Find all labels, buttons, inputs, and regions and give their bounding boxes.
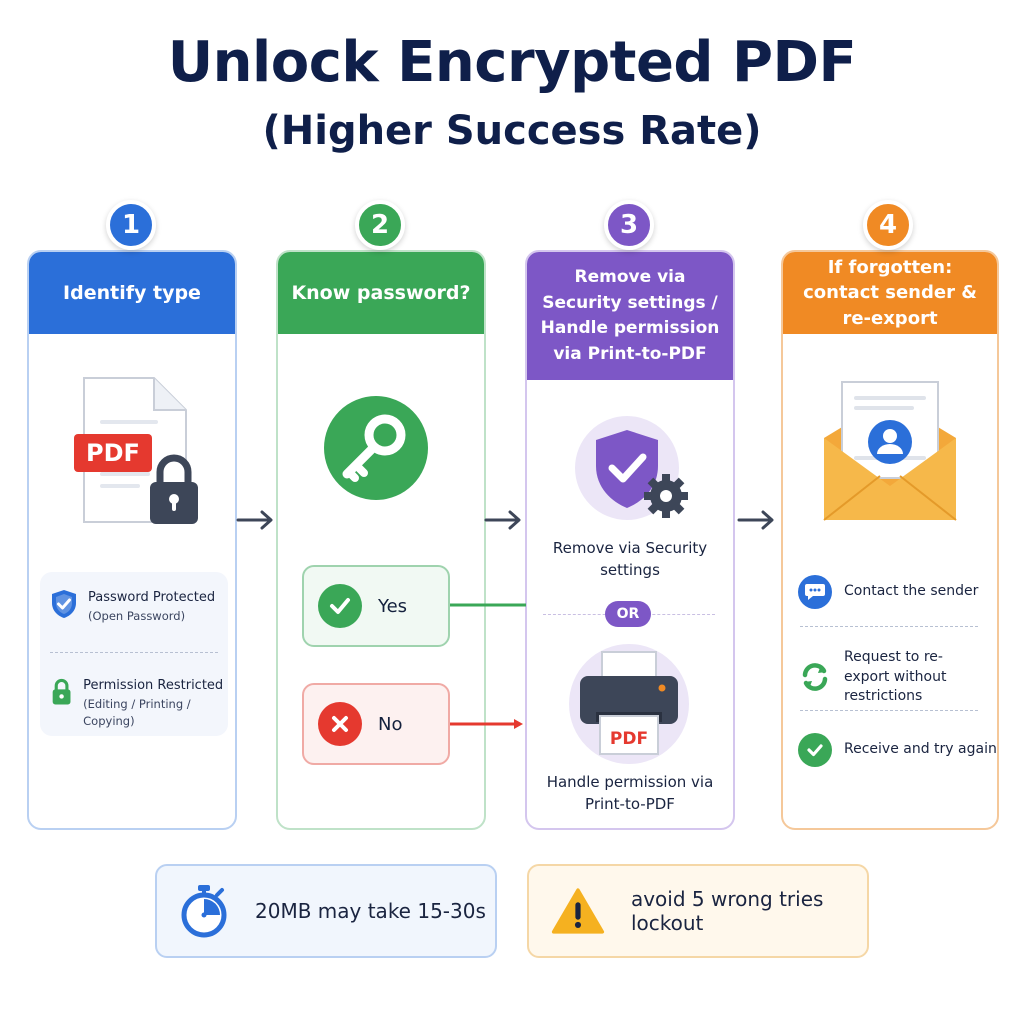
chat-icon bbox=[798, 575, 832, 609]
step-1-title: Identify type bbox=[29, 252, 235, 334]
type-sublabel: (Editing / Printing / Copying) bbox=[83, 696, 191, 728]
step-4-badge: 4 bbox=[863, 200, 913, 250]
yes-label: Yes bbox=[378, 595, 408, 617]
yes-choice[interactable]: Yes bbox=[302, 565, 450, 647]
step-4-title: If forgotten: contact sender & re-export bbox=[783, 252, 997, 334]
divider bbox=[50, 652, 218, 653]
step-1-badge: 1 bbox=[106, 200, 156, 250]
lockout-note: avoid 5 wrong tries lockout bbox=[527, 864, 869, 958]
check-icon bbox=[318, 584, 362, 628]
yes-connector-icon bbox=[450, 603, 526, 607]
flow-arrow-icon bbox=[484, 510, 521, 530]
pdf-file-lock-icon: PDF bbox=[74, 377, 198, 524]
no-choice[interactable]: No bbox=[302, 683, 450, 765]
shield-gear-icon bbox=[575, 416, 688, 520]
lockout-note-text: avoid 5 wrong tries lockout bbox=[630, 887, 824, 935]
check-icon bbox=[798, 733, 832, 767]
request-reexport-item: Request to re-export without restriction… bbox=[798, 648, 988, 707]
step-2-badge: 2 bbox=[355, 200, 405, 250]
file-badge-label: PDF bbox=[86, 439, 140, 467]
step4-item-label: Request to re-export without restriction… bbox=[844, 649, 947, 705]
or-label: OR bbox=[605, 601, 651, 627]
time-note: 20MB may take 15-30s bbox=[155, 864, 497, 958]
type-label: Permission Restricted bbox=[83, 678, 224, 693]
flow-arrow-icon bbox=[236, 510, 273, 530]
receive-try-again-item: Receive and try again bbox=[798, 733, 997, 767]
flow-arrow-icon bbox=[737, 510, 774, 530]
page-subtitle: (Higher Success Rate) bbox=[262, 108, 762, 154]
page-title: Unlock Encrypted PDF bbox=[167, 30, 857, 95]
type-password-protected: Password Protected (Open Password) bbox=[50, 588, 215, 625]
no-connector-arrow-icon bbox=[450, 719, 523, 729]
key-icon bbox=[324, 396, 428, 500]
contact-sender-item: Contact the sender bbox=[798, 575, 978, 609]
type-permission-restricted: Permission Restricted (Editing / Printin… bbox=[50, 676, 228, 730]
step-2-title: Know password? bbox=[278, 252, 484, 334]
refresh-icon bbox=[798, 660, 832, 694]
no-label: No bbox=[378, 713, 403, 735]
step4-item-label: Contact the sender bbox=[844, 583, 979, 600]
step-1-panel: Identify type bbox=[27, 250, 237, 830]
time-note-text: 20MB may take 15-30s bbox=[255, 899, 486, 923]
printer-badge-label: PDF bbox=[610, 729, 648, 749]
divider bbox=[800, 710, 978, 711]
printer-icon: PDF bbox=[569, 644, 689, 764]
option-security-settings-label: Remove via Security settings bbox=[552, 539, 708, 579]
shield-check-icon bbox=[52, 590, 76, 618]
warning-icon bbox=[551, 888, 605, 934]
step-3-badge: 3 bbox=[604, 200, 654, 250]
stopwatch-icon bbox=[181, 885, 227, 938]
type-sublabel: (Open Password) bbox=[88, 608, 186, 623]
type-label: Password Protected bbox=[88, 590, 216, 605]
close-icon bbox=[318, 702, 362, 746]
divider bbox=[800, 626, 978, 627]
type-list: Password Protected (Open Password) Permi… bbox=[40, 572, 228, 736]
envelope-document-icon bbox=[823, 381, 957, 521]
step4-item-label: Receive and try again bbox=[844, 741, 997, 758]
lock-icon bbox=[52, 678, 71, 705]
option-print-to-pdf-label: Handle permission via Print-to-PDF bbox=[546, 773, 714, 813]
step-3-title: Remove via Security settings / Handle pe… bbox=[527, 252, 733, 380]
